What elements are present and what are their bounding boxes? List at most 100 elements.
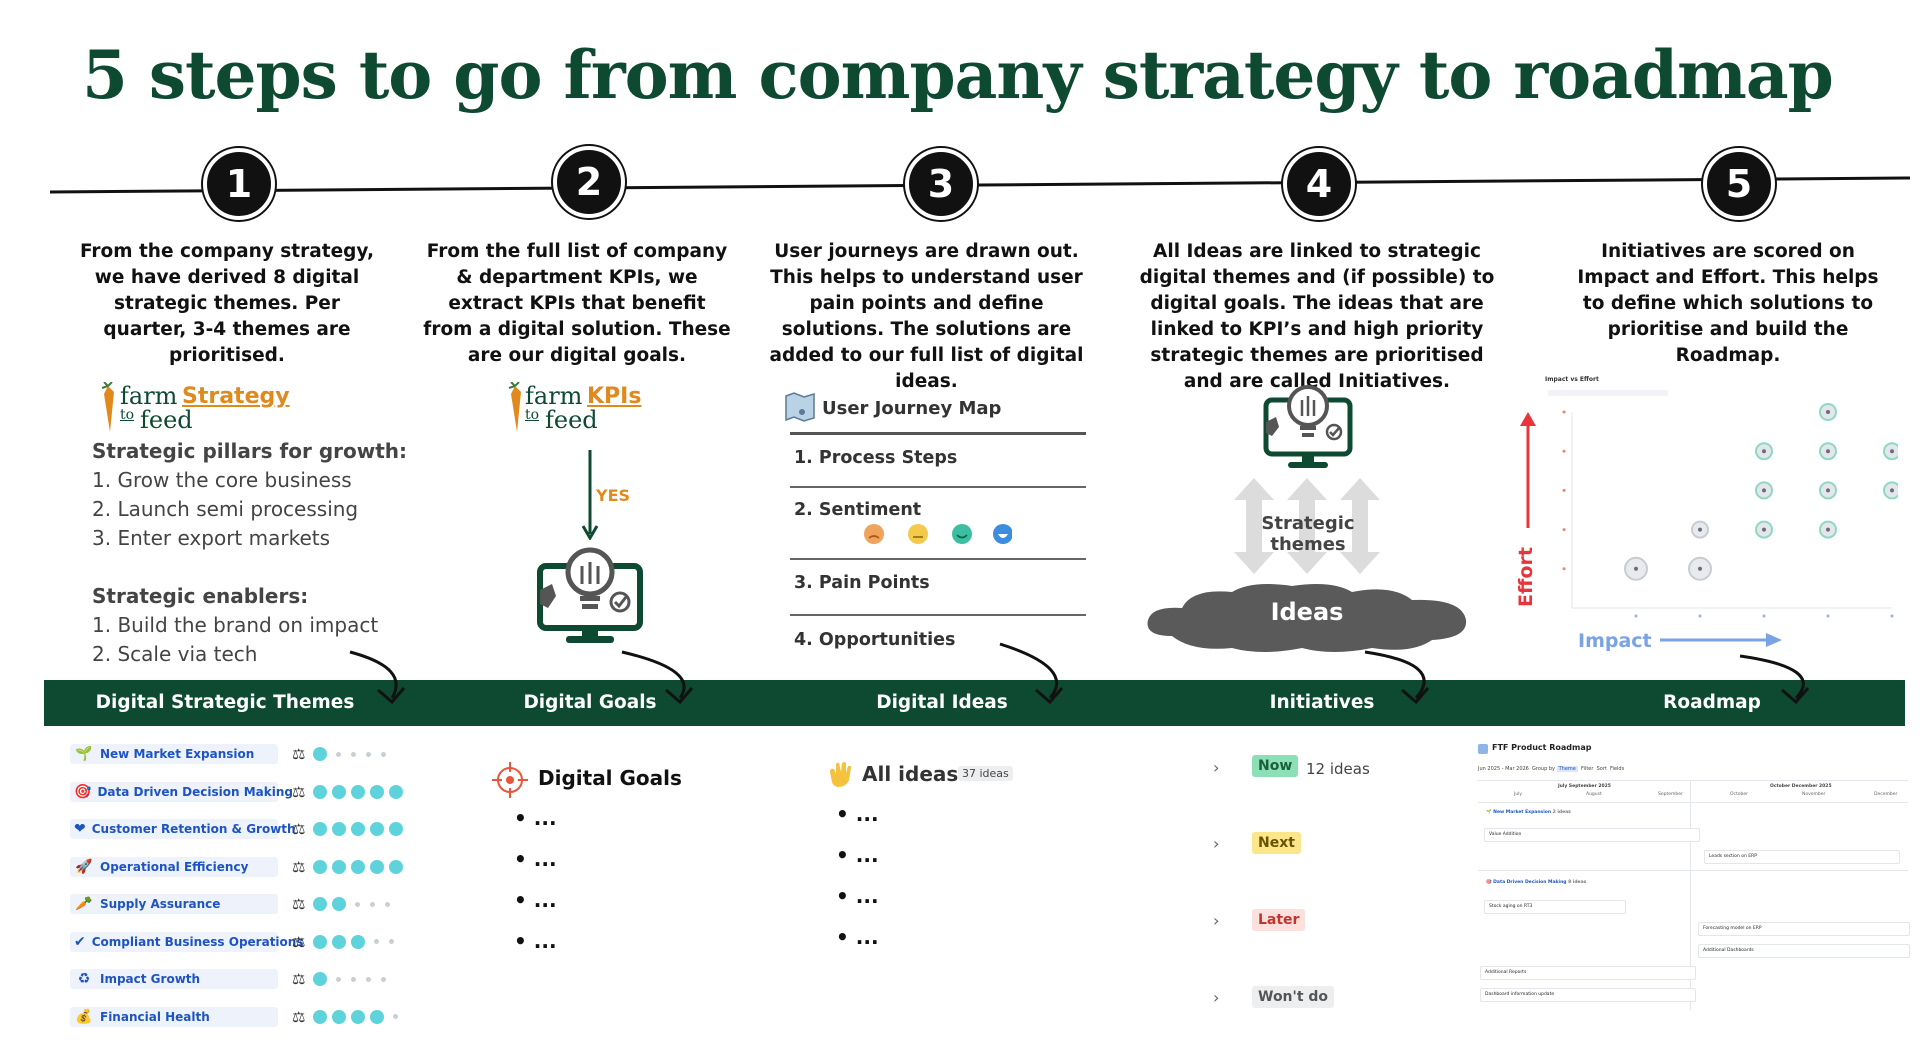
score-dot-filled <box>370 784 385 799</box>
theme-label: Financial Health <box>100 1009 210 1024</box>
status-later-pill[interactable]: Later <box>1252 909 1306 931</box>
theme-chip[interactable]: 🥕Supply Assurance <box>70 894 278 914</box>
smile-face-icon <box>952 524 972 544</box>
score-dot-filled <box>313 747 328 761</box>
enablers-heading: Strategic enablers: <box>92 584 309 608</box>
impact-effort-chart <box>1562 403 1898 618</box>
theme-label: New Market Expansion <box>100 747 255 761</box>
enabler-item: 2. Scale via tech <box>92 642 258 666</box>
theme-row[interactable]: 🎯Data Driven Decision Making⚖ <box>70 781 408 802</box>
theme-chip[interactable]: ❤Customer Retention & Growth <box>70 819 296 839</box>
journey-row-opportunities: 4. Opportunities <box>794 630 956 650</box>
impact-arrow <box>1660 633 1782 647</box>
roadmap-bar[interactable]: Value Addition <box>1484 828 1700 842</box>
theme-chip[interactable]: 🎯Data Driven Decision Making <box>70 781 293 802</box>
scatter-point-center <box>1698 527 1702 532</box>
recycle-icon: ♻ <box>77 971 91 987</box>
x-tick <box>1826 614 1830 618</box>
month-label: September <box>1658 792 1683 797</box>
scatter-point-center <box>1826 488 1830 493</box>
roadmap-toolbar: Jun 2025 - Mar 2026 Group by Theme Filte… <box>1478 766 1625 772</box>
page-title: 5 steps to go from company strategy to r… <box>82 36 1834 114</box>
map-icon <box>785 392 815 422</box>
y-tick <box>1562 488 1566 492</box>
scale-icon: ⚖ <box>292 1007 306 1026</box>
score-dot-filled <box>389 859 404 874</box>
theme-row[interactable]: ✔Compliant Business Operations⚖ <box>70 931 400 952</box>
theme-label: Impact Growth <box>100 972 201 986</box>
theme-chip[interactable]: ♻ Impact Growth <box>70 969 278 989</box>
score-dot-filled <box>332 897 347 911</box>
theme-row[interactable]: 🌱New Market Expansion⚖ <box>70 744 392 764</box>
scale-icon: ⚖ <box>292 970 306 988</box>
status-now-pill[interactable]: Now <box>1252 755 1299 777</box>
theme-chip[interactable]: 🌱New Market Expansion <box>70 744 278 764</box>
divider <box>790 558 1086 560</box>
month-label: November <box>1802 792 1826 797</box>
angry-face-icon <box>864 524 884 544</box>
lightbulb-monitor-icon <box>1263 385 1353 468</box>
y-tick <box>1562 410 1566 414</box>
roadmap-bar[interactable]: Dashboard information update <box>1480 988 1696 1002</box>
step-2-badge: 2 <box>553 146 625 218</box>
scatter-point-center <box>1762 449 1766 454</box>
roadmap-bar[interactable]: Additional Dashboards <box>1698 944 1910 958</box>
roadmap-title: FTF Product Roadmap <box>1492 743 1592 752</box>
chevron-right-icon[interactable]: › <box>1213 834 1220 853</box>
theme-row[interactable]: 🥕Supply Assurance ⚖ <box>70 894 396 914</box>
effort-arrow <box>1520 412 1536 528</box>
scatter-point-center <box>1826 527 1830 532</box>
score-dot-filled <box>332 1009 347 1024</box>
theme-row[interactable]: 🚀Operational Efficiency ⚖ <box>70 856 408 877</box>
x-tick <box>1762 614 1766 618</box>
status-next-pill[interactable]: Next <box>1252 832 1301 854</box>
score-dot-empty <box>389 939 395 944</box>
roadmap-bar[interactable]: Leads section on ERP <box>1704 850 1900 864</box>
score-dot-filled <box>351 784 366 799</box>
target-icon <box>492 762 528 798</box>
chevron-right-icon[interactable]: › <box>1213 988 1220 1007</box>
score-dot-filled <box>351 934 366 949</box>
chevron-right-icon[interactable]: › <box>1213 911 1220 930</box>
theme-row[interactable]: ❤Customer Retention & Growth⚖ <box>70 819 408 839</box>
score-dot-empty <box>385 901 391 907</box>
scale-icon: ⚖ <box>292 895 306 913</box>
score-dot-filled <box>351 822 366 836</box>
month-label: July <box>1514 792 1523 797</box>
theme-row[interactable]: 💰Financial Health ⚖ <box>70 1006 404 1027</box>
score-dot-filled <box>370 822 385 836</box>
theme-chip[interactable]: ✔Compliant Business Operations <box>70 931 303 952</box>
journey-row-pain-points: 3. Pain Points <box>794 573 930 593</box>
pillar-item: 3. Enter export markets <box>92 526 331 550</box>
idea-item: • ... <box>836 802 879 826</box>
score-dot-empty <box>366 751 372 757</box>
theme-chip[interactable]: 🚀Operational Efficiency <box>70 856 278 877</box>
status-wont-do-pill[interactable]: Won't do <box>1252 986 1335 1008</box>
all-ideas-title: All ideas <box>862 762 959 786</box>
step-1-description: From the company strategy, we have deriv… <box>79 241 375 366</box>
theme-row[interactable]: ♻ Impact Growth ⚖ <box>70 969 392 989</box>
status-now-count: 12 ideas <box>1306 760 1370 778</box>
user-journey-map-title: User Journey Map <box>822 398 1002 419</box>
band-label-strategic-themes: Digital Strategic Themes <box>95 692 355 713</box>
theme-chip[interactable]: 💰Financial Health <box>70 1006 278 1027</box>
scatter-point-center <box>1762 527 1766 532</box>
ideas-cloud-label: Ideas <box>1270 598 1344 626</box>
divider <box>790 486 1086 488</box>
roadmap-bar[interactable]: Additional Reports <box>1480 966 1696 980</box>
scale-icon: ⚖ <box>292 857 306 876</box>
roadmap-preview: FTF Product Roadmap Jun 2025 - Mar 2026 … <box>1478 743 1910 1012</box>
goal-item: • ... <box>514 888 557 912</box>
band-label-digital-ideas: Digital Ideas <box>876 692 1008 713</box>
score-dot-empty <box>366 976 372 982</box>
pillar-item: 2. Launch semi processing <box>92 497 359 521</box>
y-tick <box>1562 528 1566 532</box>
score-dot-filled <box>313 897 328 911</box>
roadmap-icon <box>1478 744 1488 754</box>
chevron-right-icon[interactable]: › <box>1213 758 1220 777</box>
scatter-point-center <box>1698 566 1702 571</box>
roadmap-bar[interactable]: Forecasting model on ERP <box>1698 922 1910 936</box>
effort-label-wrap: Effort <box>1508 544 1548 614</box>
roadmap-bar[interactable]: Stock aging on RT3 <box>1484 900 1626 914</box>
goal-item: • ... <box>514 929 557 953</box>
